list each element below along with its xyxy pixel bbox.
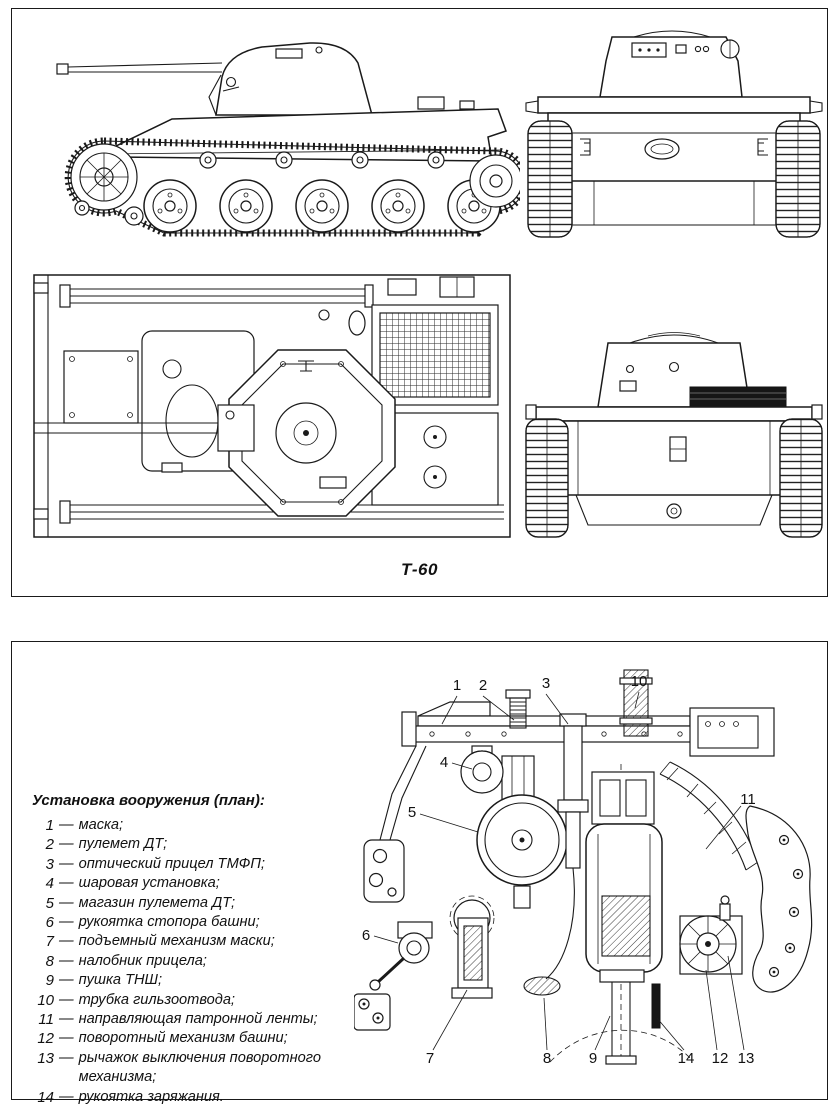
callout-5: 5 bbox=[408, 804, 416, 821]
rear-view-hull bbox=[525, 404, 823, 526]
legend-title: Установка вооружения (план): bbox=[32, 792, 265, 809]
legend-item: 5—магазин пулемета ДТ; bbox=[45, 894, 236, 912]
turret-stopper bbox=[369, 921, 433, 991]
legend-item: 13—рычажок выключения поворотного механи… bbox=[37, 1049, 321, 1086]
side-view-turret bbox=[208, 42, 373, 116]
legend-item: 9—пушка ТНШ; bbox=[45, 972, 163, 990]
legend-item: 8—налобник прицела; bbox=[45, 952, 207, 970]
t60-front-view-drawing bbox=[525, 30, 823, 238]
front-view-turret bbox=[599, 30, 743, 98]
t60-rear-view-drawing bbox=[525, 332, 823, 538]
legend-item: 11—направляющая патронной ленты; bbox=[38, 1011, 318, 1029]
legend-item: 6—рукоятка стопора башни; bbox=[45, 914, 260, 932]
optical-sight bbox=[523, 713, 589, 996]
legend-item: 10—трубка гильзоотвода; bbox=[37, 991, 235, 1009]
callout-9: 9 bbox=[589, 1050, 597, 1067]
callout-7: 7 bbox=[426, 1050, 434, 1067]
armament-diagram: 1 2 3 10 4 5 11 6 7 8 9 14 12 13 bbox=[354, 669, 813, 1067]
belt-guide bbox=[659, 761, 759, 871]
legend-item: 12—поворотный механизм башни; bbox=[37, 1030, 288, 1048]
plan-view-radiator-grille bbox=[371, 304, 499, 406]
dt-machine-gun bbox=[476, 689, 568, 909]
elevation-mechanism bbox=[449, 895, 495, 999]
turret-wall-section bbox=[745, 805, 813, 993]
road-wheels bbox=[143, 179, 501, 233]
legend-list: 1—маска; 2—пулемет ДТ; 3—оптический приц… bbox=[32, 816, 370, 1107]
callout-2: 2 bbox=[479, 677, 487, 694]
plan-view-gun bbox=[34, 404, 255, 452]
callout-11: 11 bbox=[740, 791, 756, 808]
legend-item: 1—маска; bbox=[45, 817, 124, 834]
callout-8: 8 bbox=[543, 1050, 551, 1067]
front-view-hull bbox=[525, 96, 823, 226]
charging-handle bbox=[651, 983, 661, 1029]
legend-item: 3—оптический прицел ТМФП; bbox=[45, 855, 265, 873]
figure-t60-views: Т-60 bbox=[11, 8, 828, 597]
legend-item: 2—пулемет ДТ; bbox=[45, 836, 168, 854]
legend-item: 14—рукоятка заряжания. bbox=[37, 1088, 224, 1106]
figure-armament-plan: Установка вооружения (план): 1—маска; 2—… bbox=[11, 641, 828, 1106]
legend-item: 7—подъемный механизм маски; bbox=[45, 933, 275, 951]
callout-leaders bbox=[373, 691, 745, 1051]
side-view-tracks bbox=[64, 137, 520, 237]
callout-1: 1 bbox=[453, 677, 461, 694]
callout-6: 6 bbox=[362, 927, 370, 944]
callout-4: 4 bbox=[440, 754, 448, 771]
mask-support-arm bbox=[363, 745, 427, 903]
release-lever bbox=[719, 903, 731, 921]
bottom-left-bracket bbox=[354, 993, 391, 1031]
t60-plan-view-drawing bbox=[33, 274, 511, 538]
armament-legend: Установка вооружения (план): 1—маска; 2—… bbox=[32, 792, 370, 1107]
turret-roof-mount bbox=[689, 707, 775, 757]
figure-caption: Т-60 bbox=[401, 560, 438, 579]
rear-view-tracks bbox=[525, 418, 823, 538]
callout-14: 14 bbox=[678, 1050, 695, 1067]
callout-10: 10 bbox=[631, 673, 648, 690]
callout-13: 13 bbox=[738, 1050, 755, 1067]
t60-side-view-drawing bbox=[56, 42, 520, 237]
plan-view-turret bbox=[228, 349, 396, 517]
front-view-tracks bbox=[527, 120, 821, 238]
callout-3: 3 bbox=[542, 675, 550, 692]
rear-view-turret bbox=[597, 332, 787, 408]
legend-item: 4—шаровая установка; bbox=[45, 875, 220, 893]
tnsh-cannon bbox=[585, 771, 663, 1065]
callout-12: 12 bbox=[712, 1050, 729, 1067]
plan-view-left-hatch bbox=[63, 350, 139, 424]
traverse-mechanism bbox=[679, 895, 743, 975]
side-view-gun bbox=[56, 62, 223, 75]
ball-mount bbox=[460, 745, 504, 794]
callout-numbers: 1 2 3 10 4 5 11 6 7 8 9 14 12 13 bbox=[362, 673, 756, 1067]
